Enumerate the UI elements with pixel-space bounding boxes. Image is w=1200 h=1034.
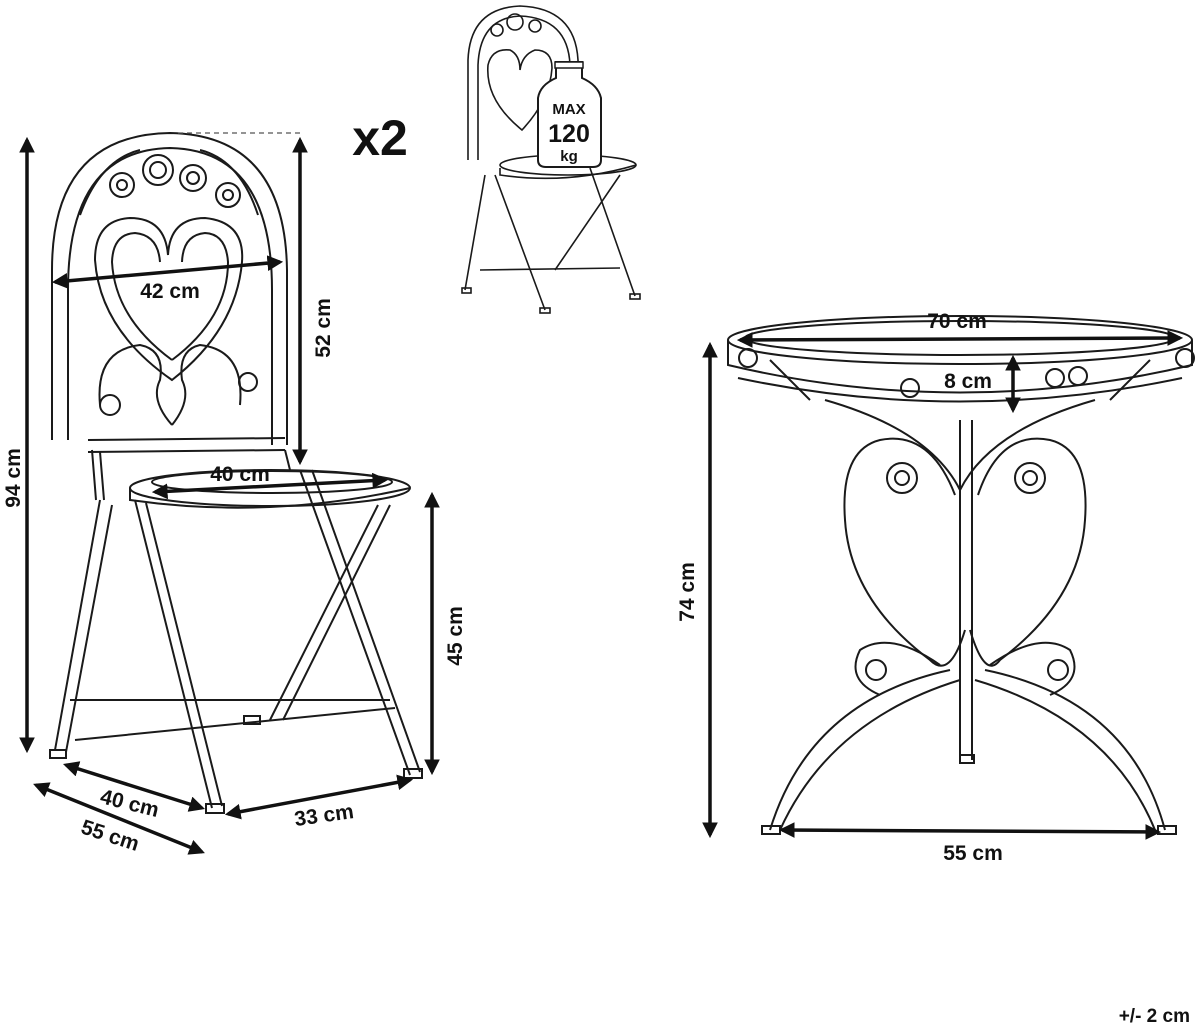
chair-dimension-arrows (19, 132, 440, 855)
chair-backrest-height-label: 52 cm (312, 298, 335, 358)
load-value-label: 120 (548, 120, 590, 148)
table-height-label: 74 cm (676, 562, 699, 622)
chair-drawing (49, 131, 423, 814)
chair-depth-open-label: 55 cm (78, 816, 142, 856)
chair-seat-height-label: 45 cm (444, 606, 467, 666)
chair-leg-width-label: 33 cm (293, 800, 355, 831)
small-chair-drawing (461, 5, 641, 314)
load-bottle-icon (537, 61, 602, 168)
table-base-width-label: 55 cm (943, 842, 1003, 865)
load-unit-label: kg (560, 148, 578, 165)
table-dimension-arrows (702, 330, 1184, 840)
tolerance-note: +/- 2 cm (1119, 1006, 1190, 1027)
quantity-label: x2 (352, 110, 408, 166)
table-drawing (727, 315, 1195, 835)
load-max-label: MAX (552, 101, 585, 118)
chair-backrest-width-label: 42 cm (140, 280, 200, 303)
table-apron-height-label: 8 cm (944, 370, 992, 393)
table-diameter-label: 70 cm (927, 310, 987, 333)
chair-total-height-label: 94 cm (2, 448, 25, 508)
chair-seat-width-label: 40 cm (210, 463, 270, 486)
